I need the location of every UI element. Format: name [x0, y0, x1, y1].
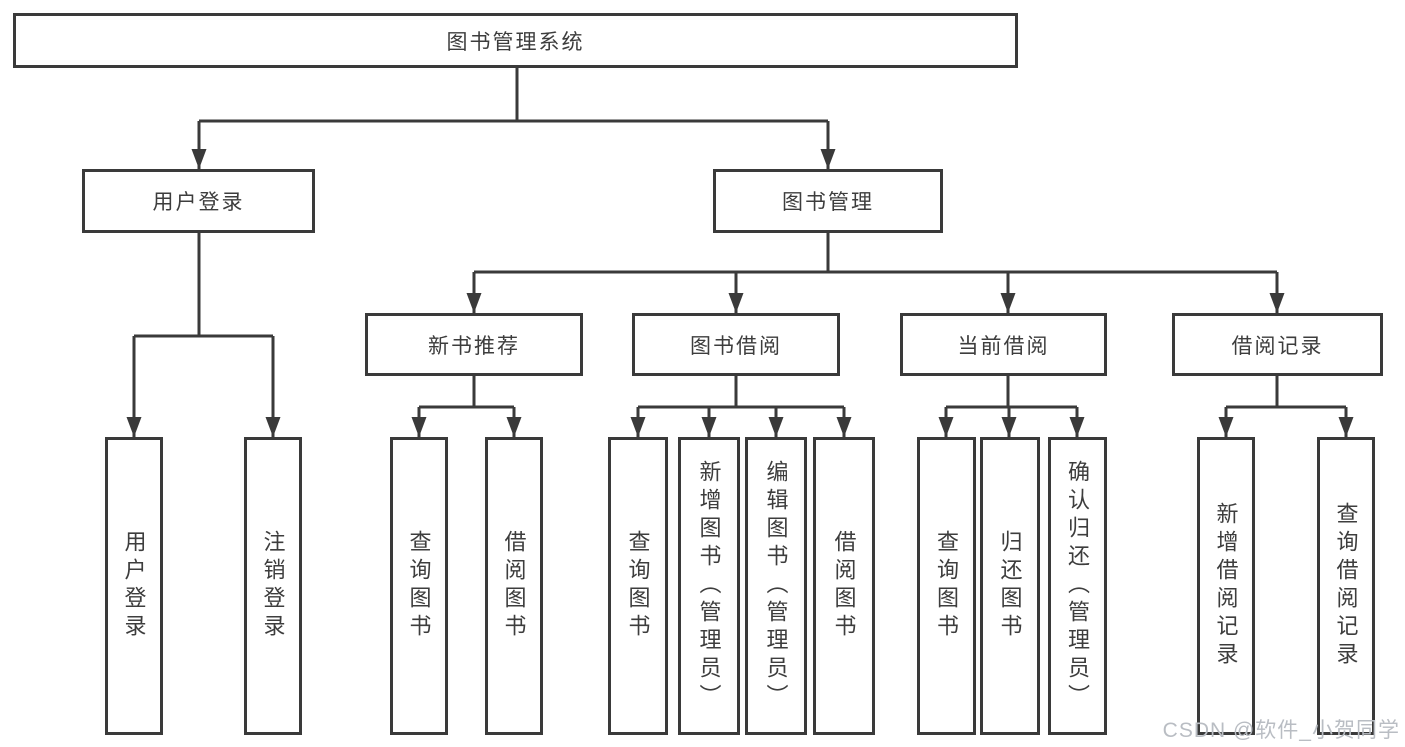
- leaf-current-query-books-label: 查询图书: [934, 530, 960, 642]
- leaf-recommend-query-books-label: 查询图书: [406, 530, 432, 642]
- leaf-borrow-query-books-label: 查询图书: [625, 530, 651, 642]
- node-new-book-recommend: 新书推荐: [365, 313, 583, 376]
- leaf-recommend-borrow-books: 借阅图书: [485, 437, 543, 735]
- node-borrow-records-label: 借阅记录: [1231, 334, 1324, 358]
- node-new-book-recommend-label: 新书推荐: [428, 334, 520, 358]
- leaf-recommend-borrow-books-label: 借阅图书: [501, 530, 527, 642]
- leaf-logout-label: 注销登录: [260, 530, 286, 642]
- edge-book-borrow-to-children: [630, 376, 852, 437]
- leaf-user-login: 用户登录: [105, 437, 163, 735]
- leaf-current-query-books: 查询图书: [917, 437, 976, 735]
- leaf-user-login-label: 用户登录: [121, 530, 147, 642]
- node-borrow-records: 借阅记录: [1172, 313, 1383, 376]
- node-root-system-label: 图书管理系统: [446, 30, 585, 54]
- leaf-return-books-label: 归还图书: [997, 530, 1023, 642]
- leaf-add-borrow-record-label: 新增借阅记录: [1213, 502, 1239, 670]
- node-current-borrow-label: 当前借阅: [957, 334, 1050, 358]
- node-user-login-label: 用户登录: [152, 191, 245, 214]
- leaf-confirm-return-admin: 确认归还（管理员）: [1048, 437, 1107, 735]
- node-user-login: 用户登录: [82, 169, 315, 233]
- node-book-management: 图书管理: [713, 169, 943, 233]
- node-current-borrow: 当前借阅: [900, 313, 1107, 376]
- node-book-borrow: 图书借阅: [632, 313, 840, 376]
- edge-user-login-to-children: [126, 233, 281, 437]
- leaf-confirm-return-admin-label: 确认归还（管理员）: [1065, 460, 1091, 712]
- edge-book-management-to-children: [466, 233, 1285, 313]
- leaf-edit-books-admin-label: 编辑图书（管理员）: [763, 460, 789, 712]
- edge-current-borrow-to-children: [938, 376, 1085, 437]
- csdn-watermark: CSDN @软件_小贺同学: [1162, 719, 1400, 742]
- leaf-logout: 注销登录: [244, 437, 302, 735]
- edge-root-to-level2: [191, 68, 836, 169]
- leaf-borrow-books: 借阅图书: [813, 437, 875, 735]
- edge-new-book-recommend-to-children: [411, 376, 522, 437]
- node-book-borrow-label: 图书借阅: [690, 334, 782, 358]
- node-root-system: 图书管理系统: [13, 13, 1018, 68]
- leaf-add-books-admin: 新增图书（管理员）: [678, 437, 740, 735]
- leaf-query-borrow-record: 查询借阅记录: [1317, 437, 1375, 735]
- leaf-recommend-query-books: 查询图书: [390, 437, 448, 735]
- leaf-add-books-admin-label: 新增图书（管理员）: [696, 460, 722, 712]
- node-book-management-label: 图书管理: [782, 191, 874, 214]
- leaf-return-books: 归还图书: [980, 437, 1040, 735]
- edge-borrow-records-to-children: [1218, 376, 1354, 437]
- leaf-borrow-query-books: 查询图书: [608, 437, 668, 735]
- leaf-add-borrow-record: 新增借阅记录: [1197, 437, 1255, 735]
- leaf-query-borrow-record-label: 查询借阅记录: [1333, 502, 1359, 670]
- leaf-edit-books-admin: 编辑图书（管理员）: [745, 437, 807, 735]
- leaf-borrow-books-label: 借阅图书: [831, 530, 857, 642]
